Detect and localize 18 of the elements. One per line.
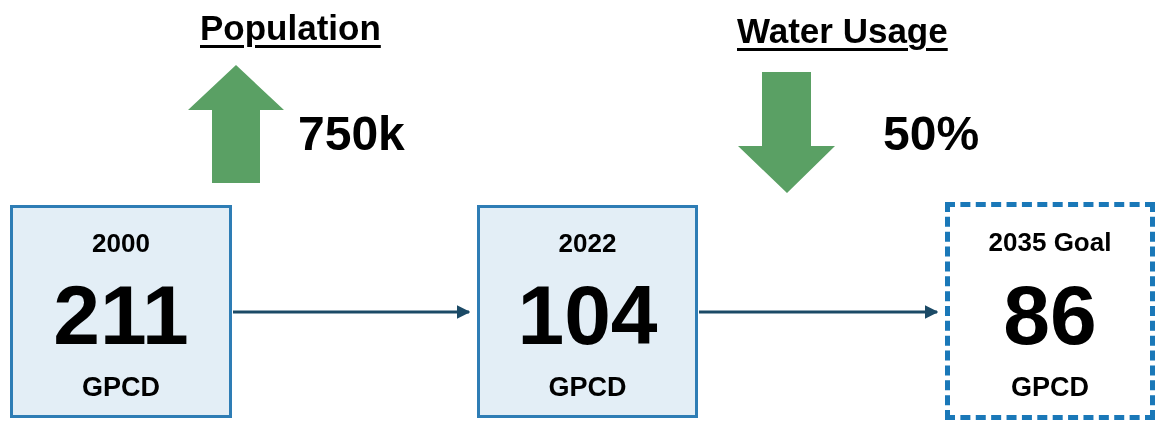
change-value: 750k	[298, 110, 405, 158]
heading: Water Usage	[737, 13, 948, 48]
unit-label: GPCD	[1011, 374, 1089, 401]
value-box	[10, 205, 232, 418]
value-box	[477, 205, 698, 418]
arrow	[699, 305, 939, 319]
year-label: 2035 Goal	[988, 229, 1112, 255]
arrow	[233, 305, 471, 319]
gpcd-value: 104	[517, 273, 658, 357]
value-box	[945, 202, 1155, 420]
gpcd-value: 211	[53, 273, 189, 357]
unit-label: GPCD	[548, 374, 627, 401]
year-label: 2022	[558, 230, 617, 256]
unit-label: GPCD	[82, 374, 160, 401]
heading: Population	[200, 10, 381, 45]
change-value: 50%	[883, 110, 980, 158]
year-label: 2000	[92, 230, 150, 256]
gpcd-value: 86	[1003, 272, 1097, 357]
